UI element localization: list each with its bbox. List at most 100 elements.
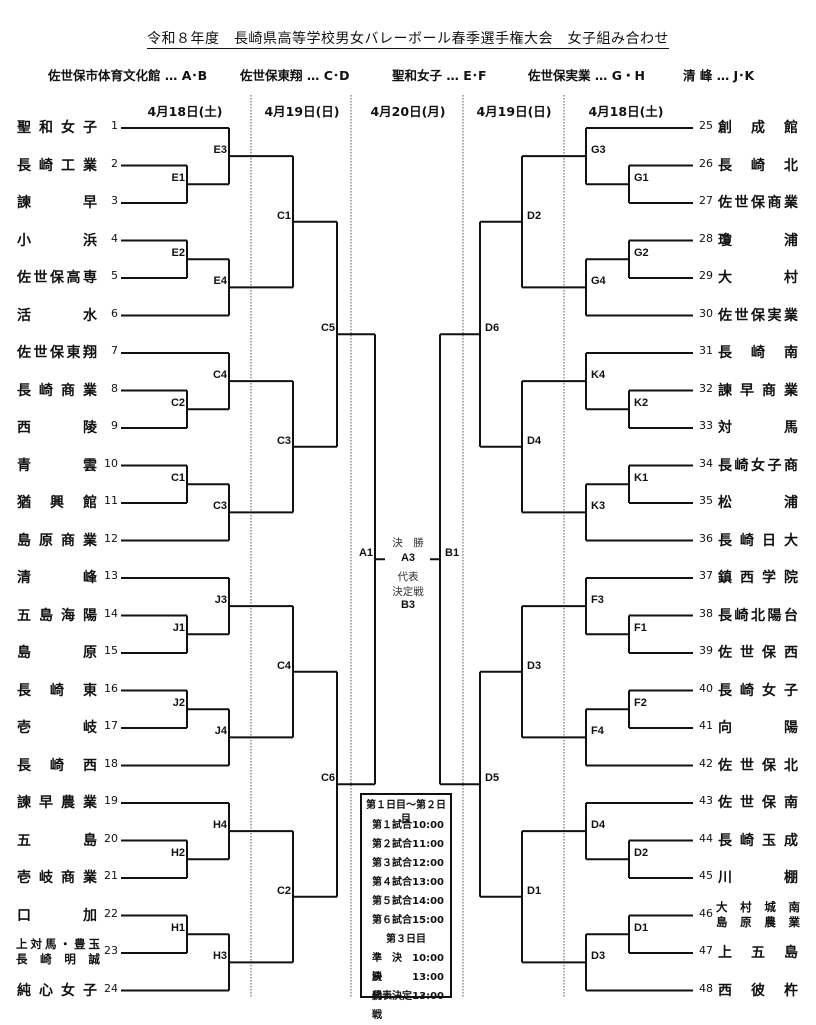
match-label: C2	[170, 397, 185, 410]
team-name: 対馬	[718, 420, 798, 436]
team-name: 諫早	[17, 195, 97, 211]
match-label: D3	[591, 950, 606, 963]
team-name: 長崎女子商	[718, 457, 798, 474]
page-title: 令和８年度 長崎県高等学校男女バレーボール春季選手権大会 女子組み合わせ	[0, 28, 816, 49]
team-name: 松浦	[718, 495, 798, 511]
match-label: K3	[591, 500, 606, 513]
team-name: 佐世保北	[718, 757, 798, 774]
match-label: D2	[527, 209, 542, 222]
match-label: H3	[212, 950, 227, 963]
match-label: H2	[170, 847, 185, 860]
team-name: 大村城南島原農業	[716, 900, 800, 930]
venue-2: 佐世保東翔 … C･D	[240, 68, 350, 83]
date-final: 4月20日(月)	[370, 104, 446, 119]
team-number: 34	[699, 456, 713, 470]
match-label: C3	[212, 500, 227, 513]
date-right-r2: 4月19日(日)	[476, 104, 552, 119]
match-label: F4	[591, 725, 604, 738]
team-number: 18	[104, 756, 118, 770]
team-number: 39	[699, 644, 713, 657]
schedule-time: 10:00	[412, 953, 444, 964]
team-number: 12	[104, 531, 118, 545]
team-name: 長崎日大	[718, 532, 798, 549]
team-number: 29	[699, 269, 713, 282]
match-label: J2	[172, 697, 185, 710]
team-name: 西陵	[17, 420, 97, 436]
schedule-time: 12:00	[412, 858, 444, 869]
schedule-label: 決 勝	[372, 972, 412, 1002]
schedule-time: 15:00	[412, 915, 444, 926]
team-number: 33	[699, 419, 713, 432]
team-number: 3	[111, 194, 118, 207]
match-label: D1	[527, 884, 542, 897]
schedule-time: 11:00	[412, 839, 444, 850]
match-label: D4	[591, 819, 606, 832]
team-number: 10	[104, 456, 118, 470]
match-label: J3	[214, 594, 227, 607]
team-number: 22	[104, 906, 118, 920]
team-name: 長崎北	[718, 157, 798, 174]
team-name: 長崎北陽台	[718, 607, 798, 624]
match-label: D2	[634, 847, 649, 860]
schedule-label: 第１試合	[372, 820, 412, 831]
team-name: 諫早農業	[17, 795, 97, 811]
semi-label: D5	[485, 772, 500, 785]
team-number: 46	[699, 906, 713, 920]
match-label: F2	[634, 697, 647, 710]
rep-label-1: 代表	[397, 571, 419, 583]
team-number: 31	[699, 344, 713, 357]
team-name: 長崎東	[17, 682, 97, 699]
team-name: 島原	[17, 645, 97, 661]
match-label: H4	[212, 819, 227, 832]
match-label: D4	[527, 434, 542, 447]
schedule-label: 第４試合	[372, 877, 412, 888]
match-label: G4	[591, 275, 606, 288]
match-label: C1	[170, 472, 185, 485]
match-label: G1	[634, 172, 649, 185]
match-label: K1	[634, 472, 649, 485]
semi-label: D6	[485, 322, 500, 335]
team-number: 48	[699, 981, 713, 995]
team-name: 西彼杵	[718, 982, 798, 999]
team-number: 38	[699, 606, 713, 620]
schedule-time: 13:00	[412, 972, 444, 983]
team-number: 16	[104, 681, 118, 695]
team-name: 長崎西	[17, 757, 97, 774]
match-label: G2	[634, 247, 649, 260]
schedule-header-days12: 第１日目～第２日目	[366, 800, 446, 825]
team-name: 上対馬・豊玉長崎明誠	[16, 937, 100, 967]
team-name: 長崎工業	[17, 157, 97, 174]
team-name-line: 島原農業	[716, 914, 800, 929]
final-label: A1	[358, 547, 373, 560]
match-label: J1	[172, 622, 185, 635]
date-left-r1: 4月18日(土)	[147, 104, 223, 119]
rep-code: B3	[400, 599, 416, 611]
rep-label-2: 決定戦	[392, 586, 424, 598]
final-label: B1	[445, 547, 460, 560]
team-name: 純心女子	[17, 982, 97, 999]
team-number: 35	[699, 494, 713, 507]
match-label: C4	[212, 369, 227, 382]
schedule-label: 第５試合	[372, 896, 412, 907]
schedule-label: 準 決 勝	[372, 953, 412, 983]
team-number: 15	[104, 644, 118, 657]
team-number: 45	[699, 869, 713, 882]
match-label: D3	[527, 659, 542, 672]
team-name: 佐世保南	[718, 795, 798, 811]
team-number: 28	[699, 231, 713, 245]
team-number: 17	[104, 719, 118, 732]
schedule-time: 14:00	[412, 896, 444, 907]
team-name-line: 大村城南	[716, 899, 800, 914]
team-number: 37	[699, 569, 713, 582]
team-number: 25	[699, 119, 713, 132]
team-name: 佐世保東翔	[17, 345, 97, 361]
match-label: H1	[170, 922, 185, 935]
match-label: G3	[591, 144, 606, 157]
